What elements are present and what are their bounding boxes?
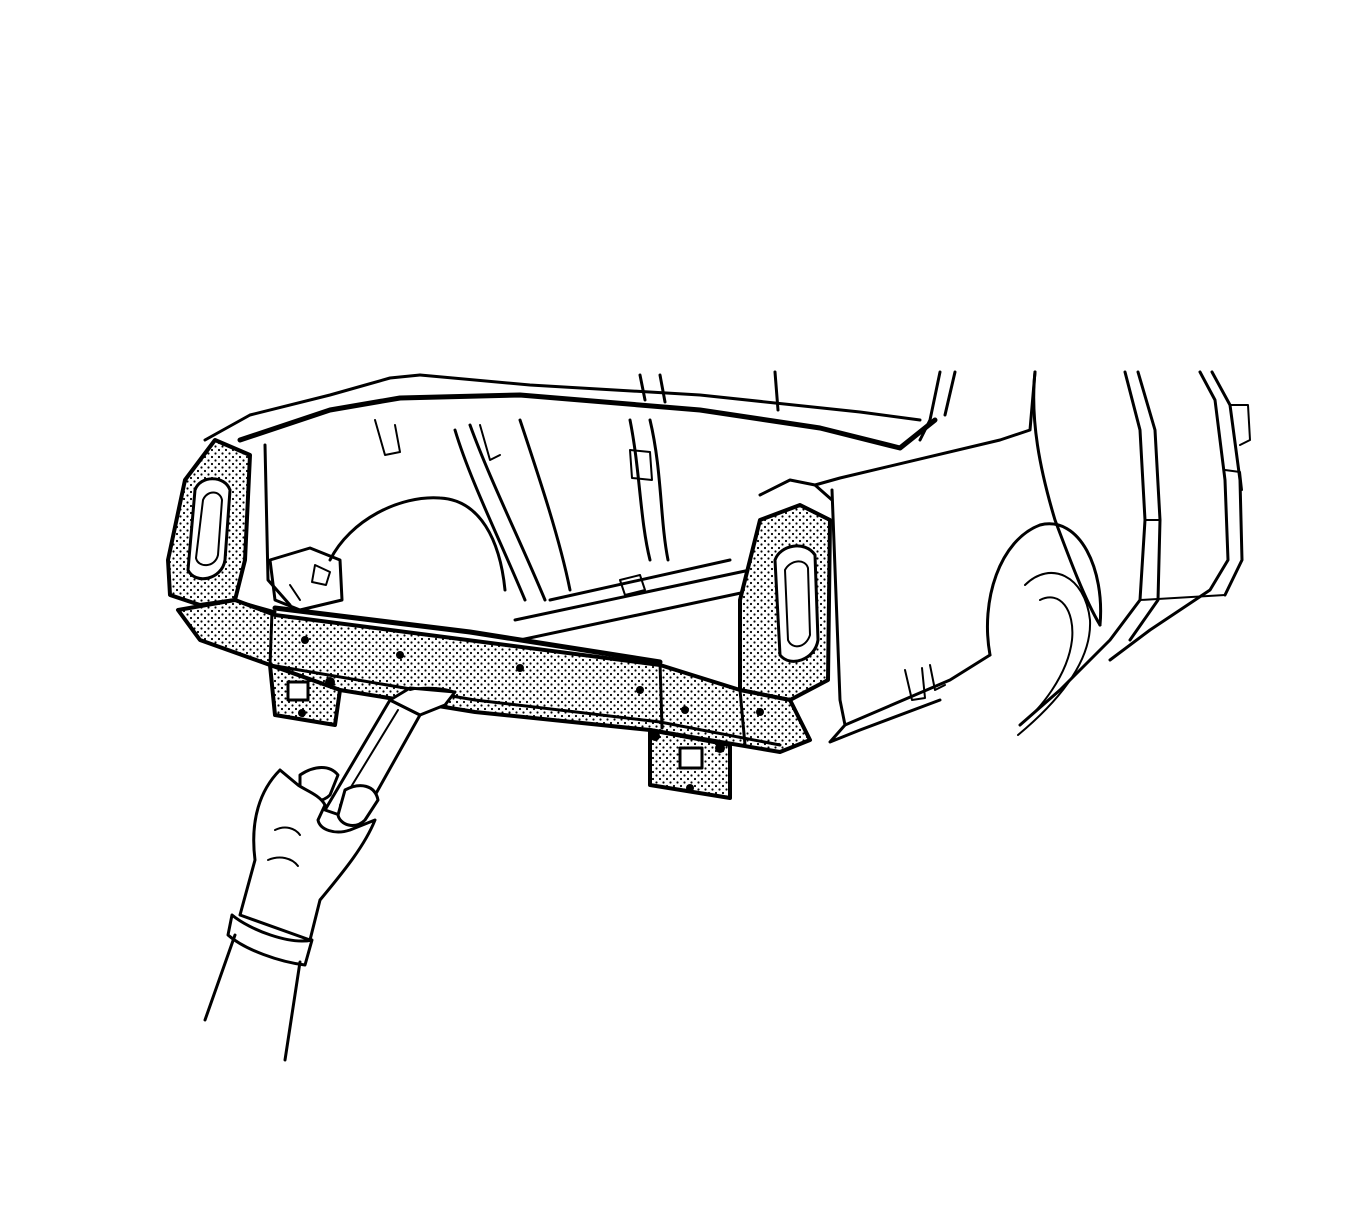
quarter-panel (813, 370, 1103, 744)
left-tail-lamp-pocket (166, 438, 252, 607)
right-bumper-bracket (648, 728, 732, 800)
left-bumper-bracket (268, 663, 342, 727)
gloved-hand (203, 766, 380, 1062)
rear-end-panel (176, 598, 812, 754)
right-tail-lamp-pocket (738, 478, 834, 702)
door-opening-frame (1018, 370, 1251, 727)
trunk-opening (203, 370, 957, 642)
